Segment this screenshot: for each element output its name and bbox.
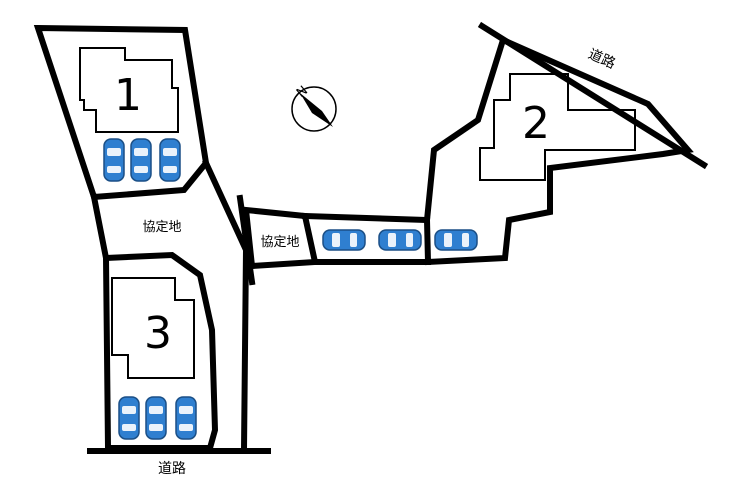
lot-3-number: 3 [144, 308, 172, 359]
compass-icon: N [291, 83, 337, 132]
lot-3-parking [118, 396, 197, 440]
road-bottom-label: 道路 [158, 461, 186, 477]
car-icon [322, 229, 366, 251]
lot-2-parking [322, 229, 478, 251]
kyoteichi-branch-label: 協定地 [260, 235, 299, 250]
lot-2-house [479, 73, 636, 181]
lot-1-house [79, 47, 179, 133]
car-icon [118, 396, 140, 440]
kyoteichi-main-label: 協定地 [142, 220, 181, 235]
car-icon [378, 229, 422, 251]
lot-3-house [111, 277, 195, 379]
lot-1-parking [103, 138, 181, 182]
lot-1-number: 1 [114, 70, 142, 121]
car-icon [103, 138, 125, 182]
branch-access-edge [236, 194, 256, 286]
car-icon [175, 396, 197, 440]
car-icon [159, 138, 181, 182]
lot-2-driveway-edge [301, 212, 431, 224]
kyoteichi-main-left-edge [90, 193, 110, 262]
road-top-right-line [477, 21, 709, 170]
car-icon [145, 396, 167, 440]
lot-2-number: 2 [522, 98, 550, 149]
car-icon [434, 229, 478, 251]
lot-1-boundary [33, 24, 210, 201]
road-top-right-label: 道路 [586, 46, 618, 72]
lot-2-boundary [423, 35, 694, 266]
car-icon [130, 138, 152, 182]
